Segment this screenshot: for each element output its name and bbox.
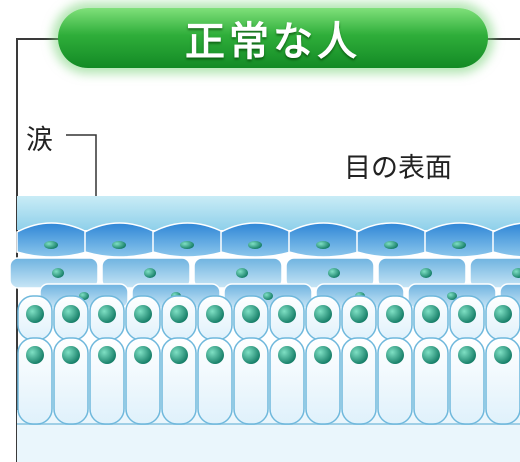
cell-nucleus <box>458 346 476 364</box>
cell-nucleus <box>170 305 188 323</box>
frame-top-left <box>16 38 64 40</box>
surface-cell <box>220 222 292 258</box>
cell-nucleus <box>494 346 512 364</box>
cell-nucleus <box>236 268 248 278</box>
surface-cell <box>288 222 360 258</box>
cell-nucleus <box>242 305 260 323</box>
cell-nucleus <box>452 241 466 249</box>
cell-nucleus <box>314 346 332 364</box>
cell-nucleus <box>134 305 152 323</box>
round-cell-layer <box>17 295 520 341</box>
cell-nucleus <box>420 268 432 278</box>
tear-label: 涙 <box>26 125 53 156</box>
basal-cell <box>125 337 161 425</box>
surface-cell <box>356 222 428 258</box>
cell-nucleus <box>180 241 194 249</box>
cell-nucleus <box>98 305 116 323</box>
cell-nucleus <box>278 346 296 364</box>
cell-nucleus <box>386 346 404 364</box>
cell-nucleus <box>62 305 80 323</box>
basal-cell <box>269 337 305 425</box>
basal-cell <box>449 337 485 425</box>
cell-nucleus <box>263 292 273 300</box>
cell-nucleus <box>422 346 440 364</box>
cell-nucleus <box>206 305 224 323</box>
cell-nucleus <box>144 268 156 278</box>
cell-nucleus <box>112 241 126 249</box>
surface-cell-layer <box>16 222 520 258</box>
cell-nucleus <box>316 241 330 249</box>
cell-nucleus <box>494 305 512 323</box>
cell-nucleus <box>458 305 476 323</box>
cell-nucleus <box>422 305 440 323</box>
surface-cell <box>424 222 496 258</box>
cell-nucleus <box>386 305 404 323</box>
cell-nucleus <box>26 305 44 323</box>
surface-cell <box>84 222 156 258</box>
cell-nucleus <box>134 346 152 364</box>
cell-nucleus <box>328 268 340 278</box>
cell-nucleus <box>44 241 58 249</box>
basal-cell <box>485 337 520 425</box>
cell-nucleus <box>248 241 262 249</box>
eye-surface-label: 目の表面 <box>344 153 452 184</box>
cell-nucleus <box>26 346 44 364</box>
basal-cell <box>305 337 341 425</box>
tear-leader-line <box>66 134 97 205</box>
basal-cell <box>197 337 233 425</box>
cell-nucleus <box>447 292 457 300</box>
title-banner: 正常な人 <box>58 8 488 68</box>
cell-nucleus <box>170 346 188 364</box>
surface-cell <box>16 222 88 258</box>
wing-cell-layer <box>9 257 520 309</box>
cell-nucleus <box>52 268 64 278</box>
surface-cell <box>492 222 520 258</box>
basal-cell <box>89 337 125 425</box>
cell-nucleus <box>314 305 332 323</box>
cell-nucleus <box>242 346 260 364</box>
diagram-title: 正常な人 <box>185 19 361 65</box>
basal-cell <box>341 337 377 425</box>
cell-nucleus <box>350 346 368 364</box>
frame-top-right <box>484 38 520 40</box>
cell-nucleus <box>384 241 398 249</box>
cell-nucleus <box>350 305 368 323</box>
cell-nucleus <box>206 346 224 364</box>
cell-nucleus <box>98 346 116 364</box>
basal-cell-layer <box>17 337 520 425</box>
surface-cell <box>152 222 224 258</box>
cell-nucleus <box>512 268 520 278</box>
cell-nucleus <box>278 305 296 323</box>
cell-nucleus <box>62 346 80 364</box>
basal-cell <box>53 337 89 425</box>
basal-cell <box>17 337 53 425</box>
basal-cell <box>377 337 413 425</box>
basal-cell <box>233 337 269 425</box>
basal-cell <box>161 337 197 425</box>
basal-cell <box>413 337 449 425</box>
